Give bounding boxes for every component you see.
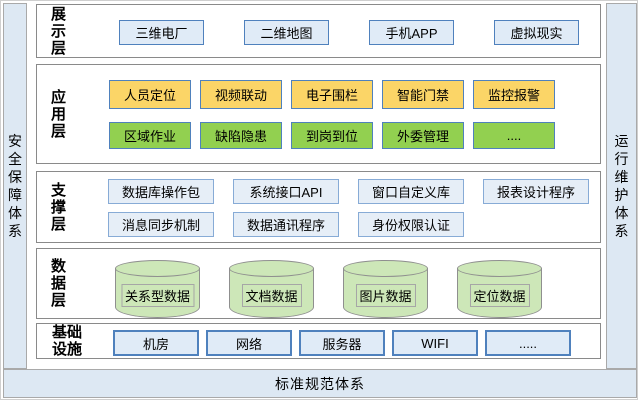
- database-cylinder: 定位数据: [457, 260, 542, 318]
- diagram-box: 外委管理: [382, 122, 464, 149]
- diagram-box: WIFI: [392, 330, 478, 356]
- layer-label-data: 数据层: [50, 258, 66, 309]
- database-cylinder: 图片数据: [343, 260, 428, 318]
- diagram-box: 系统接口API: [233, 179, 339, 204]
- standards-pillar: 标准规范体系: [3, 369, 637, 398]
- cylinder-top-ellipse: [343, 260, 428, 277]
- layer-label-presentation: 展示层: [50, 5, 66, 57]
- layer-application: 应用层 人员定位视频联动电子围栏智能门禁监控报警 区域作业缺陷隐患到岗到位外委管…: [36, 64, 601, 164]
- diagram-box: 监控报警: [473, 80, 555, 109]
- diagram-box: 服务器: [299, 330, 385, 356]
- diagram-box: 窗口自定义库: [358, 179, 464, 204]
- diagram-box: 机房: [113, 330, 199, 356]
- support-row-2: 消息同步机制数据通讯程序身份权限认证: [108, 212, 464, 237]
- layer-label-application: 应用层: [50, 88, 66, 140]
- layer-infrastructure: 基础设施 机房网络服务器 WIFI.....: [36, 323, 601, 359]
- diagram-box: 人员定位: [109, 80, 191, 109]
- security-pillar: 安全保障体系: [3, 3, 27, 369]
- layer-label-support: 支撑层: [50, 181, 66, 233]
- diagram-box: 二维地图: [244, 20, 329, 45]
- cylinder-top-ellipse: [457, 260, 542, 277]
- security-pillar-label: 安全保障体系: [8, 133, 22, 239]
- diagram-box: 到岗到位: [291, 122, 373, 149]
- database-cylinder: 文档数据: [229, 260, 314, 318]
- cylinder-label: 文档数据: [241, 284, 302, 307]
- diagram-box: 视频联动: [200, 80, 282, 109]
- diagram-box: ....: [473, 122, 555, 149]
- operation-maintenance-pillar-label: 运行维护体系: [614, 133, 629, 239]
- support-row-1: 数据库操作包系统接口API 窗口自定义库报表设计程序: [108, 179, 589, 204]
- cylinder-top-ellipse: [229, 260, 314, 277]
- diagram-box: 数据通讯程序: [233, 212, 339, 237]
- diagram-box: 电子围栏: [291, 80, 373, 109]
- diagram-box: 身份权限认证: [358, 212, 464, 237]
- standards-pillar-label: 标准规范体系: [275, 375, 365, 392]
- diagram-box: 虚拟现实: [494, 20, 579, 45]
- diagram-box: 消息同步机制: [108, 212, 214, 237]
- cylinder-label: 定位数据: [469, 284, 530, 307]
- infrastructure-row: 机房网络服务器 WIFI.....: [113, 330, 571, 356]
- data-cylinder-row: 关系型数据 文档数据 图片数据 定位数据: [115, 260, 542, 318]
- layer-presentation: 展示层 三维电厂 二维地图 手机APP 虚拟现实: [36, 4, 601, 58]
- diagram-box: 区域作业: [109, 122, 191, 149]
- diagram-box: 缺陷隐患: [200, 122, 282, 149]
- layer-support: 支撑层 数据库操作包系统接口API 窗口自定义库报表设计程序 消息同步机制数据通讯…: [36, 171, 601, 243]
- cylinder-label: 关系型数据: [120, 284, 195, 307]
- diagram-box: 报表设计程序: [483, 179, 589, 204]
- cylinder-top-ellipse: [115, 260, 200, 277]
- diagram-box: 三维电厂: [119, 20, 204, 45]
- layer-label-infrastructure: 基础设施: [51, 324, 82, 358]
- diagram-box: 手机APP: [369, 20, 454, 45]
- diagram-box: .....: [485, 330, 571, 356]
- diagram-box: 智能门禁: [382, 80, 464, 109]
- database-cylinder: 关系型数据: [115, 260, 200, 318]
- diagram-box: 网络: [206, 330, 292, 356]
- application-row-1: 人员定位视频联动电子围栏智能门禁监控报警: [109, 80, 555, 109]
- application-row-2: 区域作业缺陷隐患到岗到位外委管理....: [109, 122, 555, 149]
- diagram-box: 数据库操作包: [108, 179, 214, 204]
- presentation-row: 三维电厂 二维地图 手机APP 虚拟现实: [119, 20, 579, 45]
- layer-data: 数据层 关系型数据 文档数据 图片数据 定位数据: [36, 248, 601, 319]
- cylinder-label: 图片数据: [355, 284, 416, 307]
- operation-maintenance-pillar: 运行维护体系: [606, 3, 637, 369]
